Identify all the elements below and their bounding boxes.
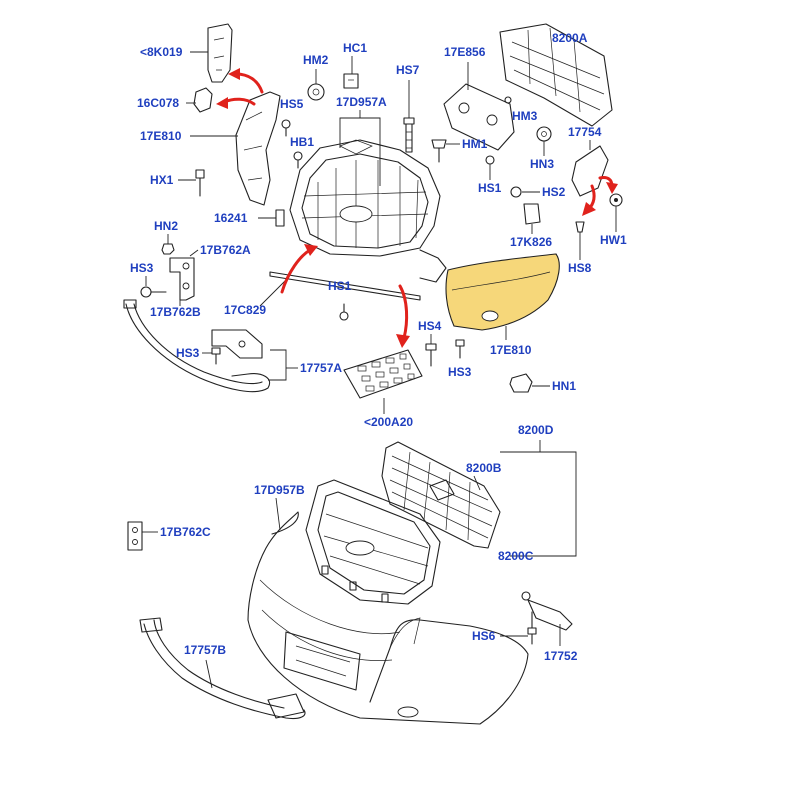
label-17e856: 17E856 [444,45,486,59]
part-17e810-right [445,253,560,331]
label-hs2: HS2 [542,185,566,199]
part-hc1 [343,73,359,89]
part-17b762a [169,257,195,301]
label-16c078: 16C078 [137,96,179,110]
label-17757a: 17757A [300,361,342,375]
label-hs3-right: HS3 [448,365,472,379]
part-hn3 [536,126,552,142]
label-hn3: HN3 [530,157,554,171]
part-hs2 [510,186,522,198]
part-17e810-left [235,91,281,206]
part-hs3-lower [211,347,221,365]
label-hc1: HC1 [343,41,367,55]
label-17b762c: 17B762C [160,525,211,539]
label-hs5: HS5 [280,97,304,111]
part-hs1-center [339,303,349,321]
label-8200b: 8200B [466,461,502,475]
leader-8200d [500,451,577,557]
label-hs8: HS8 [568,261,592,275]
label-17752: 17752 [544,649,578,663]
part-hx1 [195,169,205,197]
label-17c829: 17C829 [224,303,266,317]
label-hm3: HM3 [512,109,538,123]
label-hs3-lower: HS3 [176,346,200,360]
label-17b762a: 17B762A [200,243,251,257]
arrow-to-16c078 [222,97,256,106]
label-hx1: HX1 [150,173,174,187]
label-hs6: HS6 [472,629,496,643]
label-hw1: HW1 [600,233,627,247]
leader-17757a [268,349,287,381]
part-hs5 [281,119,291,137]
part-17757a [123,299,270,393]
part-hs1-right [485,155,495,165]
part-hn1 [509,373,533,393]
part-17e856 [443,83,515,151]
part-hw1 [609,193,623,207]
label-hs3-left: HS3 [130,261,154,275]
part-8k019 [207,23,233,83]
part-16241 [275,209,285,227]
label-17d957a: 17D957A [336,95,387,109]
part-hs3-left [140,286,167,298]
part-hm1 [431,139,447,163]
part-8200b [381,441,501,549]
part-17c829 [269,271,421,301]
part-17757a-bracket [211,329,263,359]
label-8200d: 8200D [518,423,554,437]
part-17b762c [127,521,143,551]
label-hn1: HN1 [552,379,576,393]
label-hs7: HS7 [396,63,420,77]
part-17k826 [523,203,541,225]
label-17e810-right: 17E810 [490,343,532,357]
label-200a20: <200A20 [364,415,413,429]
part-hs8 [575,221,585,233]
label-hs1-right: HS1 [478,181,502,195]
label-hs4: HS4 [418,319,442,333]
label-16241: 16241 [214,211,248,225]
part-hs4 [425,343,437,367]
part-17754 [571,145,609,197]
part-8200a [499,23,613,127]
part-hm3 [504,96,512,104]
label-hs1-center: HS1 [328,279,352,293]
part-17752 [521,591,573,631]
label-17d957b: 17D957B [254,483,305,497]
label-17757b: 17757B [184,643,226,657]
part-17d957b [247,511,529,725]
part-17757b [139,617,306,720]
part-hb1 [293,151,303,169]
part-hs6 [527,627,537,645]
label-17b762b: 17B762B [150,305,201,319]
arrow-to-200a20 [398,284,409,340]
label-8200a: 8200A [552,31,588,45]
arrow-to-17d957a [280,248,312,294]
part-17d957a [289,139,447,283]
part-16c078 [193,87,213,113]
part-8200c [305,479,441,605]
part-hn2 [161,243,175,255]
label-hb1: HB1 [290,135,314,149]
label-17k826: 17K826 [510,235,552,249]
part-hs7 [403,117,415,153]
label-hm2: HM2 [303,53,329,67]
part-hm2 [307,83,325,101]
part-hs3-right [455,339,465,359]
label-hm1: HM1 [462,137,488,151]
label-8200c: 8200C [498,549,534,563]
part-200a20 [343,349,423,399]
label-hn2: HN2 [154,219,178,233]
label-8k019: <8K019 [140,45,183,59]
label-17754: 17754 [568,125,602,139]
label-17e810-left: 17E810 [140,129,182,143]
